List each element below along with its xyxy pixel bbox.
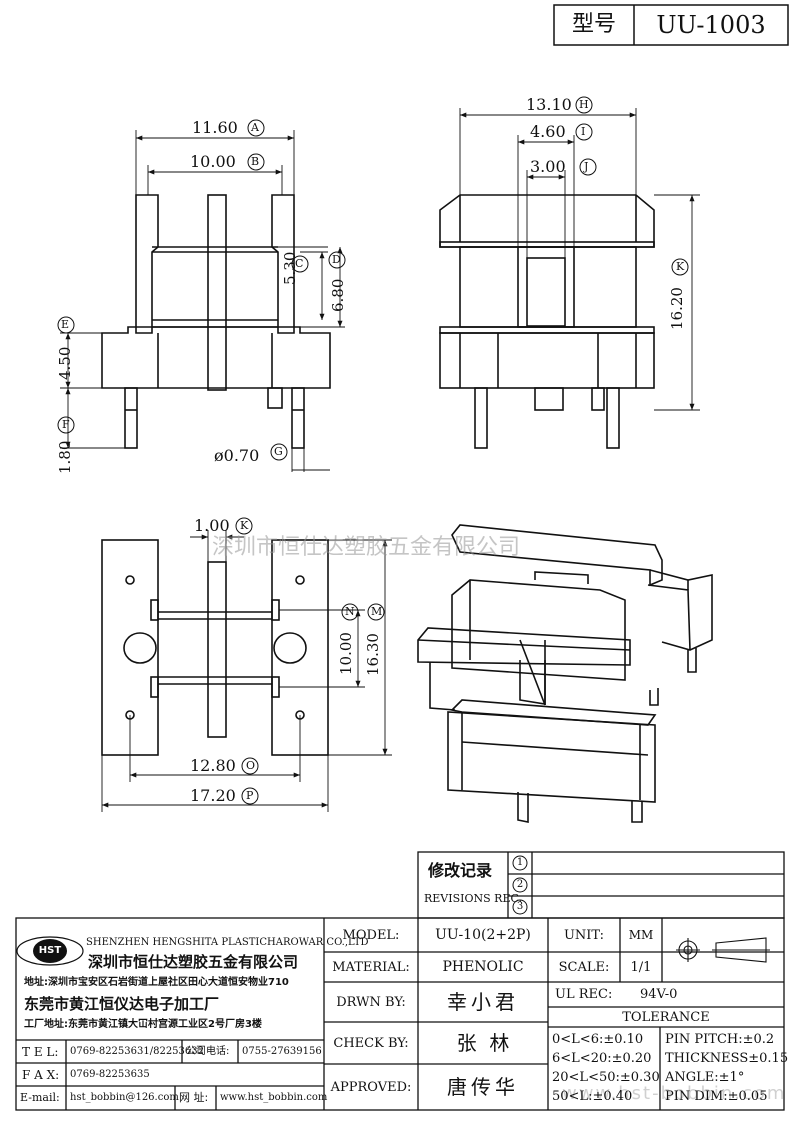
dim-f-value: 1.80 — [56, 440, 74, 474]
top-view — [101, 539, 329, 756]
thickness: THICKNESS±0.15 — [665, 1051, 789, 1066]
material-value: PHENOLIC — [442, 959, 524, 975]
dim-i-tag: I — [581, 125, 586, 138]
dim-i-value: 4.60 — [530, 122, 566, 141]
dim-h-tag: H — [579, 98, 589, 111]
company-phone: 0755-27639156 — [242, 1046, 322, 1057]
revision-markers — [512, 855, 528, 915]
fax-value: 0769-82253635 — [70, 1069, 150, 1080]
tolerance-4: 50<L:±0.40 — [552, 1089, 633, 1104]
unit-value: MM — [628, 928, 654, 942]
check-label: CHECK BY: — [333, 1035, 409, 1051]
pin-pitch: PIN PITCH:±0.2 — [665, 1032, 775, 1047]
title-box — [553, 4, 789, 46]
scale-value: 1/1 — [630, 959, 652, 975]
dim-d-tag: D — [332, 253, 341, 266]
dim-b-value: 10.00 — [190, 152, 236, 171]
dim-g-value: ø0.70 — [214, 446, 260, 465]
dim-f-tag: F — [62, 418, 70, 431]
front-view-dimensions — [60, 130, 345, 472]
check-value: 张 林 — [456, 1031, 510, 1055]
tolerance-1: 0<L<6:±0.10 — [552, 1032, 644, 1047]
angle: ANGLE:±1° — [665, 1070, 745, 1085]
watermark-text: 深圳市恒仕达塑胶五金有限公司 — [212, 535, 521, 560]
email-label: E-mail: — [20, 1091, 60, 1104]
dim-d-value: 6.80 — [329, 278, 347, 312]
tolerance-2: 6<L<20:±0.20 — [552, 1051, 652, 1066]
dim-b-tag: B — [251, 155, 260, 168]
ul-value: 94V-0 — [640, 987, 678, 1002]
tolerance-3: 20<L<50:±0.30 — [552, 1070, 660, 1085]
dim-m-value: 16.30 — [364, 633, 382, 676]
dim-j-value: 3.00 — [530, 157, 566, 176]
projection-symbol — [676, 937, 770, 963]
web-value: www.hst_bobbin.com — [220, 1092, 328, 1103]
side-view — [439, 194, 655, 449]
company-name-cn: 深圳市恒仕达塑胶五金有限公司 — [88, 953, 299, 971]
revisions-label-cn: 修改记录 — [428, 861, 493, 880]
dim-e-tag: E — [61, 318, 70, 331]
tel-label: T E L: — [22, 1045, 59, 1059]
approved-value: 唐传华 — [447, 1075, 519, 1099]
ul-label: UL REC: — [555, 987, 613, 1002]
web-label: 网 址: — [179, 1091, 209, 1104]
dim-c-tag: C — [295, 257, 304, 270]
dim-k1-value: 16.20 — [668, 287, 686, 330]
dim-k2-tag: K — [240, 519, 249, 532]
model-label: MODEL: — [342, 927, 400, 943]
factory-name: 东莞市黄江恒仪达电子加工厂 — [24, 995, 220, 1013]
scale-label: SCALE: — [558, 959, 610, 975]
dim-g-tag: G — [274, 445, 283, 458]
drawn-value: 幸小君 — [447, 990, 519, 1014]
revision-1: 1 — [516, 857, 524, 868]
tel-value: 0769-82253631/82253632 — [70, 1046, 204, 1057]
dim-e-value: 4.50 — [56, 346, 74, 380]
dim-j-tag: J — [584, 160, 589, 173]
dim-p-value: 17.20 — [190, 786, 236, 805]
company-name-en: SHENZHEN HENGSHITA PLASTICHAROWAR CO.,LT… — [86, 937, 369, 948]
part-number: UU-1003 — [656, 11, 766, 39]
watermark-url: www.hst-bobbin.com — [562, 1083, 787, 1104]
material-label: MATERIAL: — [332, 959, 410, 975]
approved-label: APPROVED: — [330, 1079, 412, 1095]
dim-h-value: 13.10 — [526, 95, 572, 114]
company-address: 地址:深圳市宝安区石岩街道上屋社区田心大道恒安物业710 — [24, 977, 289, 988]
dim-m-tag: M — [371, 605, 383, 618]
revision-2: 2 — [516, 879, 524, 890]
dim-k2-value: 1.00 — [194, 516, 230, 535]
revisions-label-en: REVISIONS REC. — [424, 892, 522, 905]
fax-label: F A X: — [22, 1068, 60, 1082]
dim-a-value: 11.60 — [192, 118, 238, 137]
isometric-view — [417, 524, 713, 823]
dim-k1-tag: K — [676, 260, 685, 273]
dim-o-value: 12.80 — [190, 756, 236, 775]
revision-3: 3 — [516, 901, 524, 912]
email-value: hst_bobbin@126.com — [70, 1092, 179, 1103]
model-value: UU-10(2+2P) — [435, 927, 531, 943]
drawn-label: DRWN BY: — [336, 994, 406, 1010]
dimension-tag-circles — [57, 96, 689, 805]
unit-label: UNIT: — [563, 927, 605, 943]
front-view — [101, 194, 331, 449]
company-phone-label: 公司电话: — [186, 1046, 230, 1057]
pin-dim: PIN DIM:±0.05 — [665, 1089, 768, 1104]
dim-a-tag: A — [251, 121, 259, 134]
tolerance-label: TOLERANCE — [622, 1009, 710, 1025]
dim-p-tag: P — [246, 789, 254, 802]
logo — [16, 936, 84, 966]
side-view-dimensions — [459, 108, 700, 411]
factory-address: 工厂地址:东莞市黄江镇大冚村宫源工业区2号厂房3楼 — [24, 1019, 262, 1030]
logo-text: HST — [38, 945, 62, 956]
dim-n-value: 10.00 — [337, 632, 355, 675]
top-view-dimensions — [101, 530, 392, 812]
dim-n-tag: N — [345, 605, 355, 618]
dim-o-tag: O — [246, 759, 256, 772]
title-block-table — [15, 851, 785, 1111]
type-label: 型号 — [571, 12, 616, 37]
